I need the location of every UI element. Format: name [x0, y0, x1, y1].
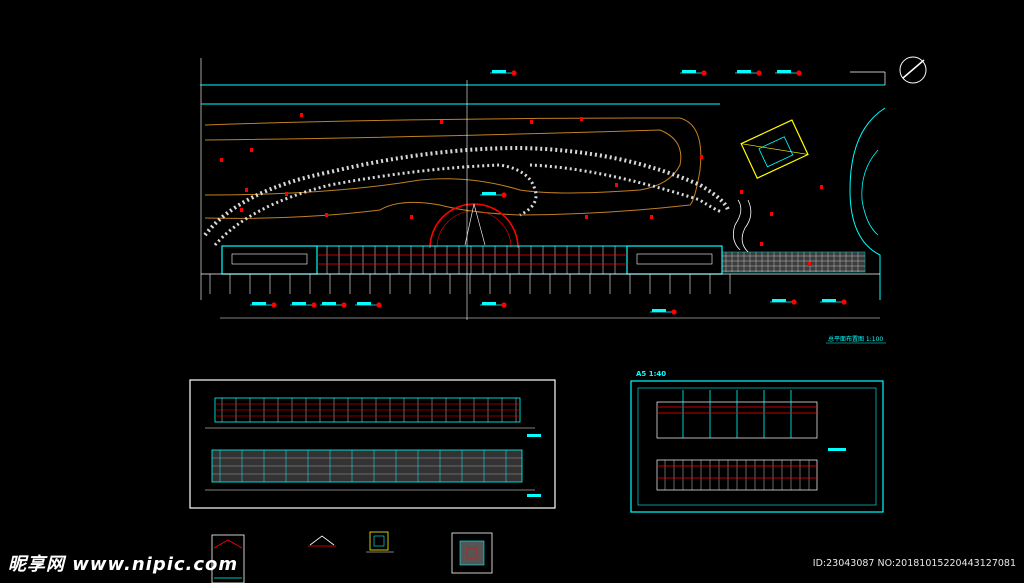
corridor-grid: [316, 245, 628, 275]
callout-dot: [501, 302, 507, 308]
callout-tag: [492, 70, 506, 73]
elevation-mark: [285, 192, 288, 196]
elevation-mark: [245, 188, 248, 192]
ground-ticks: [209, 274, 731, 294]
arch-feature: [429, 203, 519, 249]
elevation-mark: [770, 212, 773, 216]
detail-plan-square: [451, 532, 493, 574]
callout-dot: [796, 70, 802, 76]
elevation-mark: [325, 213, 328, 217]
callout-tag: [357, 302, 371, 305]
callout-dot: [841, 299, 847, 305]
elevation-mark: [740, 190, 743, 194]
detail-gate: [211, 534, 245, 583]
contour-outer: [204, 117, 702, 219]
right-boundary-curve: [849, 107, 886, 300]
callout-tag: [482, 192, 496, 195]
elevation-mark: [820, 185, 823, 189]
callout-tag: [652, 309, 666, 312]
corridor-right-box: [626, 245, 723, 275]
callout-tag: [777, 70, 791, 73]
elevation-mark: [585, 215, 588, 219]
plan-title: 总平面布置图 1:100: [828, 335, 883, 343]
callout-tag: [682, 70, 696, 73]
elevation-mark: [220, 158, 223, 162]
elevation-mark: [615, 183, 618, 187]
elevation-frame: [189, 379, 556, 509]
elevation-mark: [760, 242, 763, 246]
contour-inner: [204, 129, 682, 196]
callout-dot: [701, 70, 707, 76]
detail-sketches: [211, 531, 493, 583]
corridor-left-box: [221, 245, 318, 275]
detail-joint: [366, 531, 394, 553]
callout-tag: [322, 302, 336, 305]
section-frame: A5 1:40: [630, 370, 884, 513]
stepping-stone-path: [203, 145, 730, 237]
callout-tag: [292, 302, 306, 305]
callout-dot: [341, 302, 347, 308]
elevation-mark: [808, 262, 811, 266]
section-scale-label: A5 1:40: [636, 370, 666, 378]
paving-hatch: [722, 252, 865, 272]
callout-tag: [482, 302, 496, 305]
detail-roof: [308, 535, 336, 547]
elevation-mark: [580, 117, 583, 121]
callout-dot: [271, 302, 277, 308]
elevation-mark: [530, 120, 533, 124]
callout-dot: [671, 309, 677, 315]
callout-tag: [252, 302, 266, 305]
plan-callouts: [250, 70, 847, 315]
callout-dot: [756, 70, 762, 76]
watermark-brand: 昵享网 www.nipic.com: [8, 554, 239, 575]
site-plan: 总平面布置图 1:100: [200, 56, 927, 344]
north-arrow-icon: [899, 56, 927, 84]
elevation-mark: [410, 215, 413, 219]
paving-block: [721, 251, 866, 273]
pavilion: [740, 119, 809, 179]
elevation-mark: [300, 113, 303, 117]
watermark-id: ID:23043087 NO:20181015220443127081: [812, 558, 1016, 569]
callout-tag: [737, 70, 751, 73]
callout-tag: [822, 299, 836, 302]
elevation-mark: [650, 215, 653, 219]
callout-tag: [772, 299, 786, 302]
callout-dot: [311, 302, 317, 308]
callout-dot: [791, 299, 797, 305]
callout-dot: [511, 70, 517, 76]
elevation-marks: [220, 113, 823, 266]
elevation-mark: [440, 120, 443, 124]
corridor-grid-lines: [317, 246, 627, 274]
elevation-mark: [250, 148, 253, 152]
callout-dot: [376, 302, 382, 308]
elevation-mark: [700, 155, 703, 159]
elevation-mark: [240, 208, 243, 212]
callout-dot: [501, 192, 507, 198]
